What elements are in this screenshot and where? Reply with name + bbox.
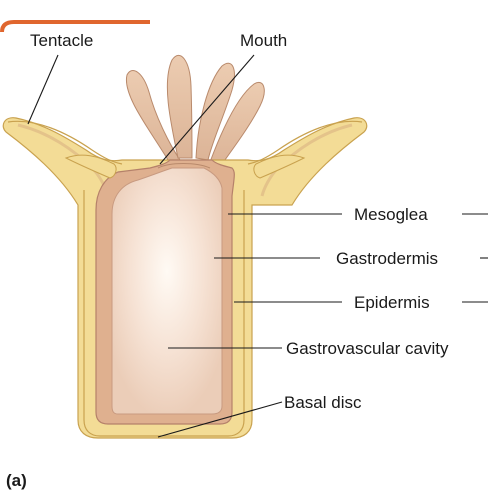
mouth-leader — [159, 54, 255, 165]
gastrovascular-cavity — [111, 167, 223, 415]
accent-bar — [0, 20, 150, 32]
mouth-label: Mouth — [240, 31, 287, 50]
spreading-tentacles — [7, 120, 363, 165]
panel-label: (a) — [6, 471, 27, 490]
tentacle-label: Tentacle — [30, 31, 93, 50]
hydra-body — [2, 54, 368, 439]
mesoglea-label: Mesoglea — [354, 205, 428, 224]
left-fold — [64, 154, 117, 179]
epidermis-label: Epidermis — [354, 293, 430, 312]
gastrodermis-label: Gastrodermis — [336, 249, 438, 268]
gastrovascular-cavity-label: Gastrovascular cavity — [286, 339, 449, 358]
tentacle-leader — [27, 54, 59, 125]
mouth-opening — [157, 163, 211, 169]
basal-disc-leader — [157, 401, 283, 438]
right-fold — [253, 154, 306, 179]
basal-disc-label: Basal disc — [284, 393, 362, 412]
upright-tentacles — [125, 54, 265, 165]
